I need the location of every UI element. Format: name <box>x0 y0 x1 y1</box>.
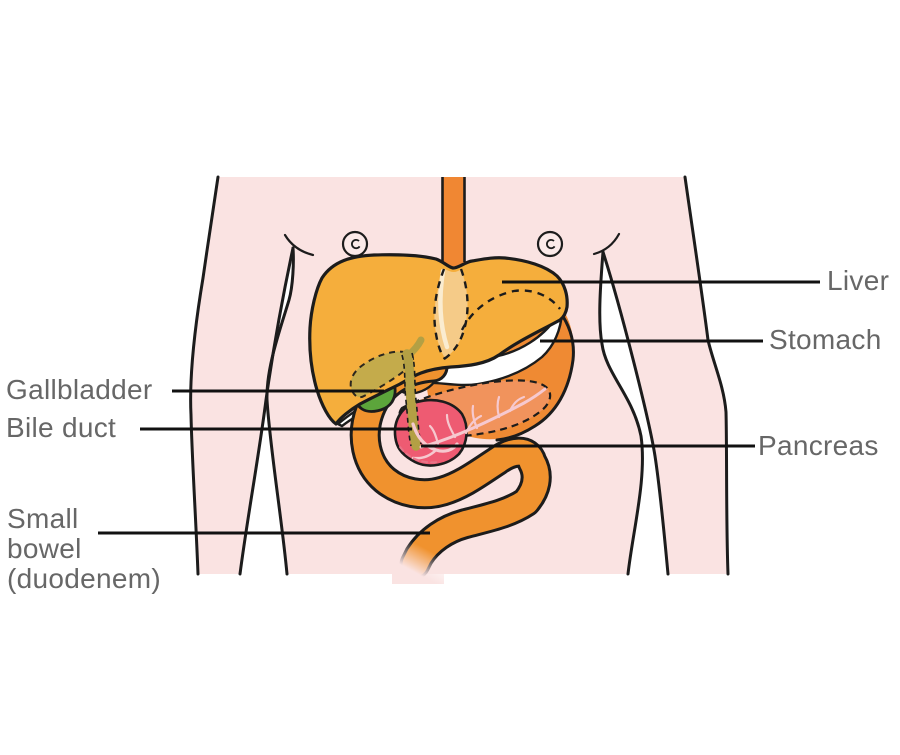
right-armpit-fold <box>592 232 621 256</box>
pancreatic-duct-branch <box>496 395 501 419</box>
pancreatic-duct-branch <box>428 424 440 446</box>
head-duct-dashed <box>399 446 439 464</box>
bile-duct-label: Bile duct <box>6 412 117 443</box>
pancreatic-duct-main <box>419 387 547 449</box>
left-armpit-fold <box>283 233 315 257</box>
gallbladder-label: Gallbladder <box>6 374 153 405</box>
bile-duct-shape <box>402 349 421 451</box>
right-nipple <box>536 230 564 258</box>
stomach-hidden-left-dash <box>433 268 446 360</box>
stomach-outline <box>495 310 575 442</box>
duodenum-tube <box>352 354 549 577</box>
duodenum-fade <box>392 528 444 584</box>
small-bowel-label-line1: Small <box>7 503 79 534</box>
bile-duct-group <box>401 336 425 451</box>
small-bowel-label-line3: (duodenem) <box>7 563 161 594</box>
left-nipple <box>341 230 369 258</box>
pancreatic-duct-branch <box>471 404 479 430</box>
esophagus-hidden-highlight <box>438 268 450 350</box>
left-arm-outer-edge <box>189 175 220 576</box>
right-arm-outer-edge <box>683 175 730 576</box>
left-nipple-curl <box>351 238 361 250</box>
bile-duct-left-dash <box>401 354 412 447</box>
small-bowel-label: Small bowel (duodenem) <box>7 504 161 594</box>
small-bowel-label-line2: bowel <box>7 533 82 564</box>
bile-duct-right-dash <box>411 352 422 445</box>
pancreatic-duct-branch <box>464 414 483 435</box>
stomach-label: Stomach <box>769 324 882 355</box>
torso-left-edge <box>265 246 295 576</box>
pancreas-label: Pancreas <box>758 430 879 461</box>
pancreatic-duct-branch <box>508 395 526 413</box>
torso-right-edge <box>598 250 644 576</box>
esophagus <box>442 177 465 266</box>
pancreatic-duct-branch <box>445 413 457 439</box>
stomach-hidden-right-dash <box>443 268 469 361</box>
stomach-fundus-dash <box>460 289 561 331</box>
liver-label: Liver <box>827 265 890 296</box>
right-nipple-curl <box>546 238 556 250</box>
pancreatic-ducts <box>399 387 547 464</box>
